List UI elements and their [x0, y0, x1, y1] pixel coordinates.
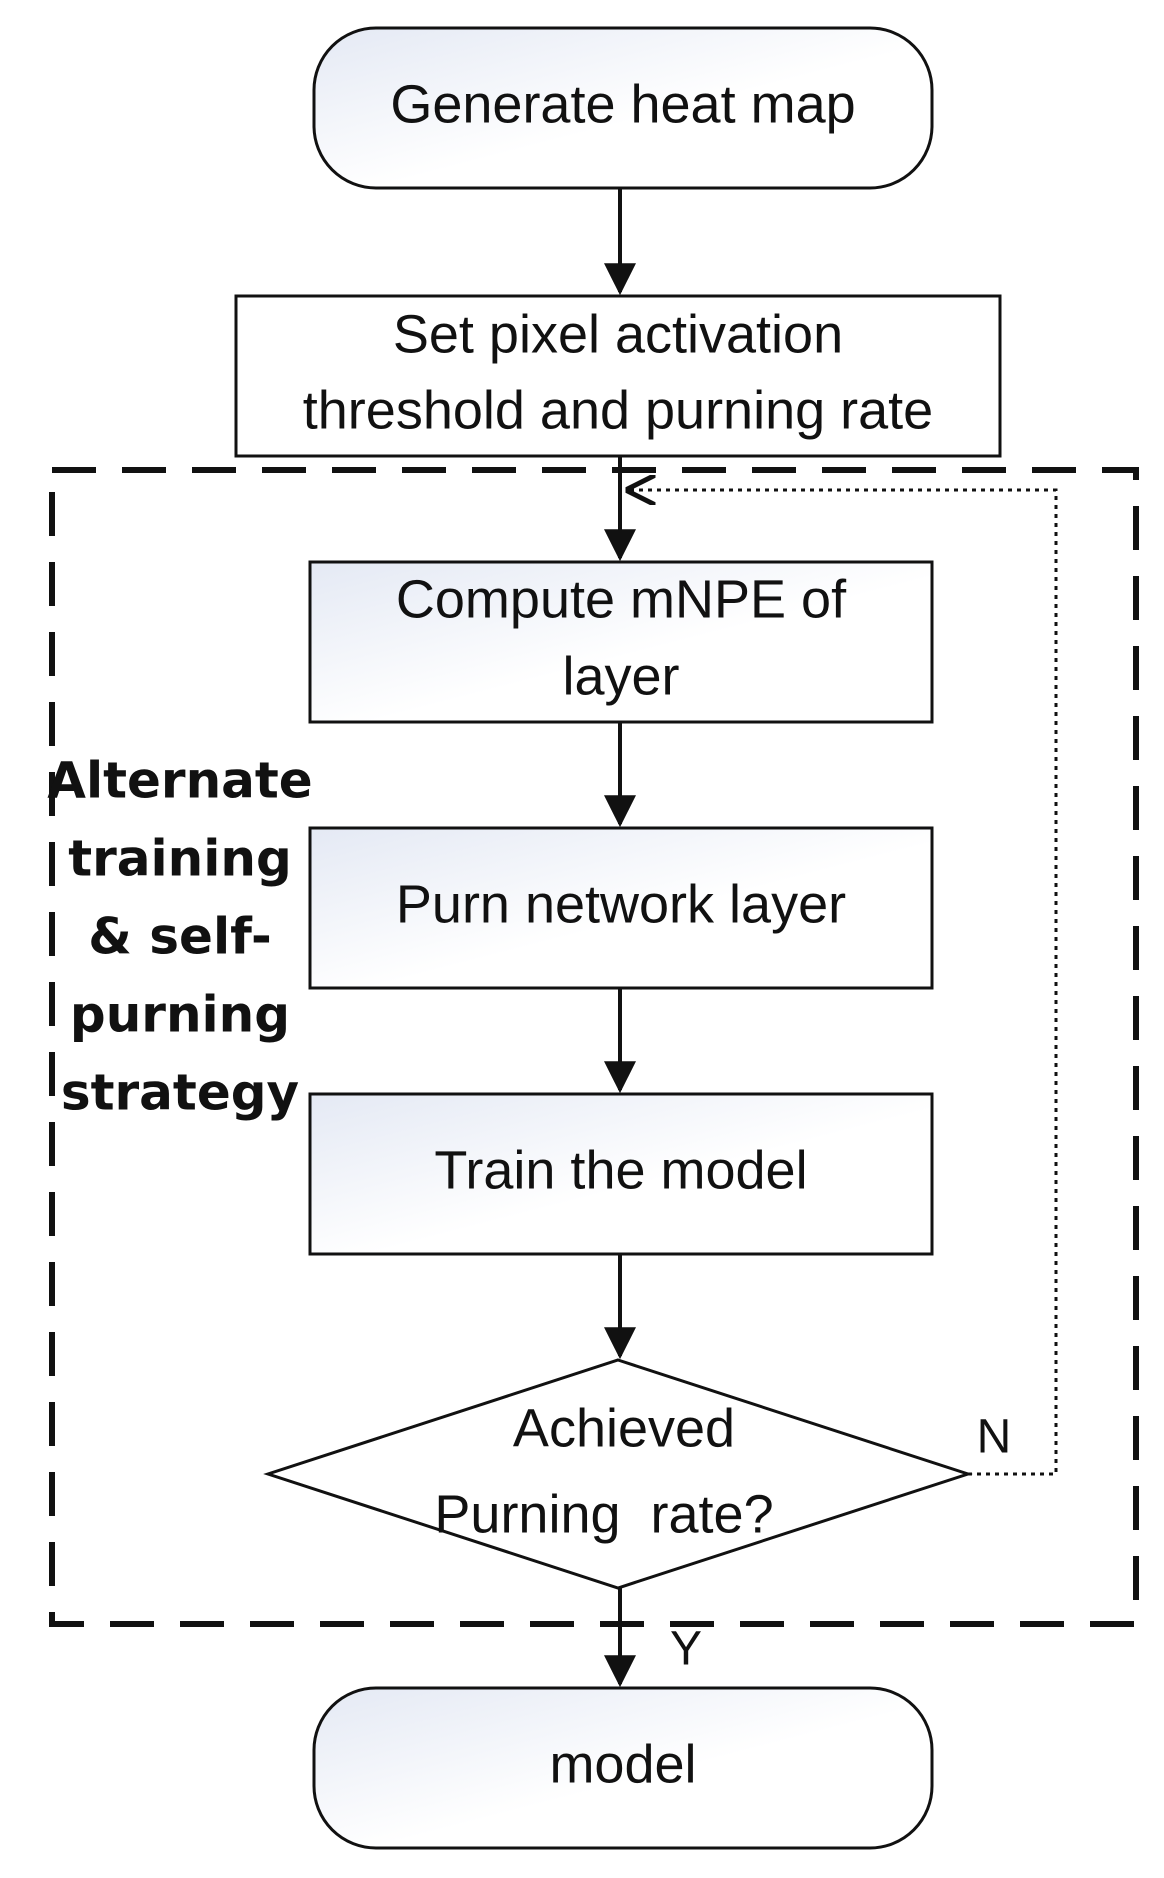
group-label-line: Alternate: [47, 752, 312, 810]
group-label-line: strategy: [61, 1064, 299, 1122]
group-label-line: & self-: [88, 908, 271, 966]
node-decision-line2: Purning rate?: [434, 1484, 773, 1544]
node-compute-mnpe-line2: layer: [562, 646, 679, 706]
node-train-model: Train the model: [308, 1092, 934, 1256]
strategy-group-label: Alternate training & self- purning strat…: [47, 752, 312, 1122]
node-compute-mnpe-line1: Compute mNPE of: [396, 569, 847, 629]
node-purn-network-layer: Purn network layer: [308, 826, 934, 990]
group-label-line: training: [68, 830, 292, 888]
node-train-model-label: Train the model: [434, 1140, 807, 1200]
group-label-line: purning: [70, 986, 290, 1044]
edge-yes-label: Y: [670, 1623, 702, 1676]
node-set-threshold-line1: Set pixel activation: [393, 304, 843, 364]
node-decision-purning-rate: Achieved Purning rate?: [263, 1358, 973, 1590]
edge-decision-no-loop: [628, 490, 1058, 1476]
node-model: model: [312, 1686, 934, 1850]
node-set-threshold-line2: threshold and purning rate: [303, 380, 933, 440]
node-generate-heat-map: Generate heat map: [312, 26, 934, 190]
node-generate-heat-map-label: Generate heat map: [390, 74, 855, 134]
node-compute-mnpe: Compute mNPE of layer: [308, 560, 934, 724]
node-decision-line1: Achieved: [513, 1398, 735, 1458]
node-purn-network-layer-label: Purn network layer: [396, 874, 846, 934]
node-set-threshold: Set pixel activation threshold and purni…: [234, 294, 1002, 458]
edge-no-label: N: [977, 1411, 1012, 1464]
node-model-label: model: [549, 1734, 696, 1794]
